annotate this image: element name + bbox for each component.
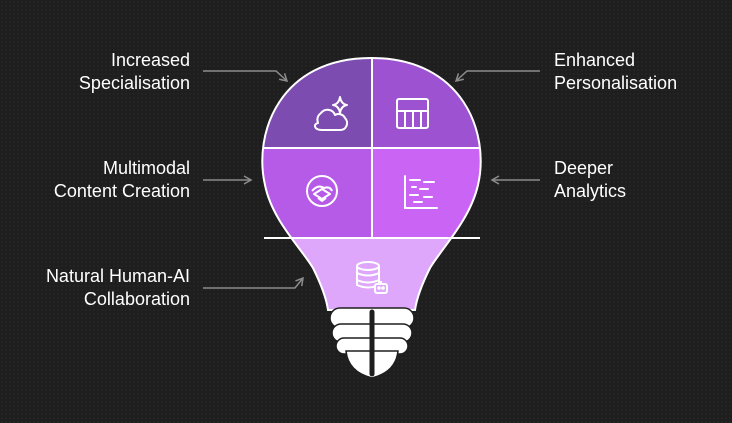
bar-lines-chart-icon bbox=[404, 175, 438, 209]
segment-dividers bbox=[264, 58, 480, 239]
bulb-base bbox=[329, 307, 415, 379]
label-specialisation: Increased Specialisation bbox=[78, 50, 190, 93]
label-personalisation: Enhanced Personalisation bbox=[554, 50, 678, 93]
grid-panel-icon bbox=[396, 98, 429, 129]
label-analytics: Deeper Analytics bbox=[554, 158, 627, 201]
bulb-outline bbox=[261, 56, 482, 311]
layered-shapes-icon bbox=[306, 175, 338, 207]
segment-specialisation bbox=[262, 58, 372, 148]
cloud-sparkle-icon bbox=[313, 96, 349, 131]
label-collaboration: Natural Human-AI Collaboration bbox=[45, 266, 190, 309]
segment-multimodal bbox=[262, 148, 372, 238]
arrow-personalisation bbox=[454, 70, 540, 83]
arrow-specialisation bbox=[203, 70, 289, 83]
database-robot-icon bbox=[356, 261, 388, 294]
label-multimodal: Multimodal Content Creation bbox=[53, 158, 190, 201]
arrows bbox=[203, 70, 540, 289]
arrow-collaboration bbox=[203, 276, 304, 289]
segment-collaboration bbox=[262, 238, 481, 310]
segment-personalisation bbox=[372, 58, 481, 148]
